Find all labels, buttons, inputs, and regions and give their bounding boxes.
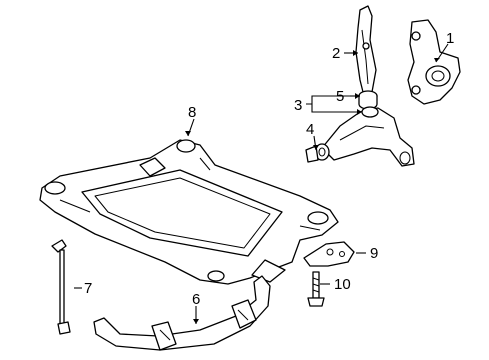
steering-knuckle <box>407 19 461 105</box>
callout-6: 6 <box>192 291 200 308</box>
callout-7: 7 <box>84 280 92 297</box>
callout-4: 4 <box>306 121 314 138</box>
control-arm-bushing <box>305 143 330 163</box>
bolt <box>307 271 325 307</box>
callout-2: 2 <box>332 45 340 62</box>
strut-bracket <box>355 5 377 97</box>
lower-control-arm <box>321 106 415 167</box>
callout-9: 9 <box>370 245 378 262</box>
callout-8: 8 <box>188 104 196 121</box>
engine-cradle <box>39 139 339 285</box>
callout-10: 10 <box>334 276 351 293</box>
callout-1: 1 <box>446 30 454 47</box>
ball-joint-bushing <box>358 90 378 110</box>
leader-arrowheads <box>185 50 440 324</box>
stabilizer-bar <box>93 275 271 351</box>
callout-5: 5 <box>336 88 344 105</box>
callout-labels: 1 2 3 4 5 6 7 8 9 10 <box>84 30 454 308</box>
stabilizer-link <box>51 239 71 335</box>
mount-bracket <box>303 241 355 267</box>
callout-3: 3 <box>294 97 302 114</box>
